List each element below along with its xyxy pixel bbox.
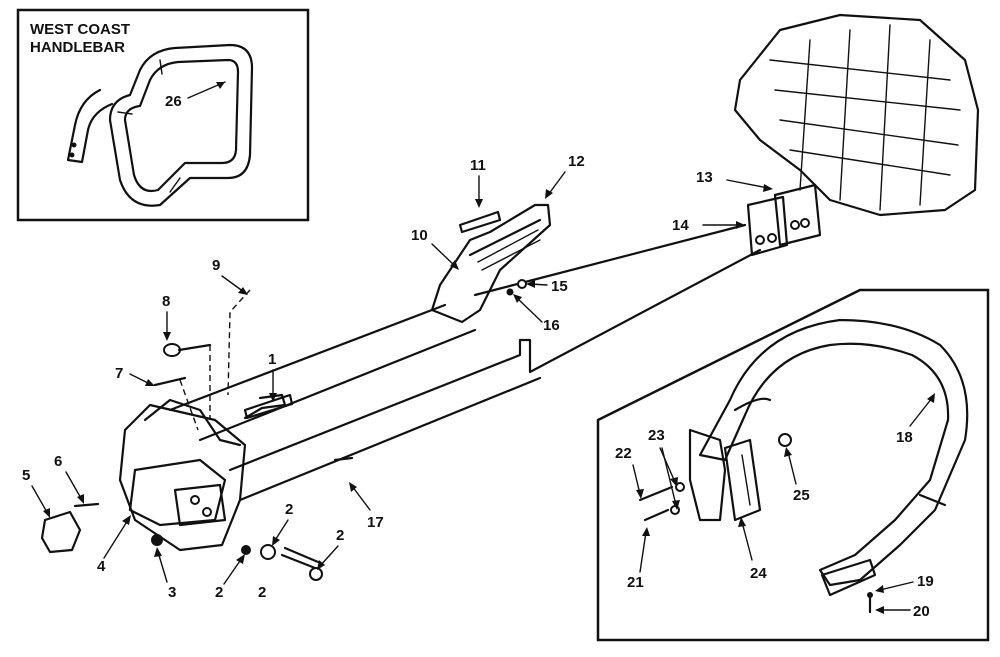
part-13-plate	[773, 183, 822, 247]
part-24-guard	[723, 438, 762, 522]
handlebar-18	[698, 318, 969, 587]
engine-block	[733, 13, 980, 257]
callout-13: 13	[696, 169, 713, 186]
callout-2a: 2	[285, 501, 293, 518]
callout-6: 6	[54, 453, 62, 470]
west-coast-handlebar-outline	[108, 43, 254, 207]
callout-23: 23	[648, 427, 665, 444]
small-parts	[40, 289, 354, 581]
callout-15: 15	[551, 278, 568, 295]
callout-1: 1	[268, 351, 276, 368]
callout-8: 8	[162, 293, 170, 310]
callout-4: 4	[97, 558, 106, 575]
part-8-knob	[163, 343, 181, 357]
callout-2b: 2	[336, 527, 344, 544]
callout-17: 17	[367, 514, 384, 531]
upper-bracket	[430, 203, 552, 324]
callout-26: 26	[165, 93, 182, 110]
callouts: 1 2 2 2 2 3 4 5 6 7 8 9 10 11 12 13 14 1…	[22, 153, 935, 620]
callout-18: 18	[896, 429, 913, 446]
inset-title-line2: HANDLEBAR	[30, 39, 125, 56]
callout-5: 5	[22, 467, 30, 484]
callout-12: 12	[568, 153, 585, 170]
callout-3: 3	[168, 584, 176, 601]
west-coast-handlebar-inset: WEST COAST HANDLEBAR 26	[16, 8, 310, 222]
callout-22: 22	[615, 445, 632, 462]
part-1-clip	[243, 393, 294, 420]
callout-16: 16	[543, 317, 560, 334]
shaft-assembly	[168, 223, 762, 502]
callout-21: 21	[627, 574, 644, 591]
part-5-cap	[40, 510, 82, 554]
callout-19: 19	[917, 573, 934, 590]
callout-11: 11	[470, 157, 486, 174]
callout-7: 7	[115, 365, 123, 382]
callout-2c: 2	[215, 584, 223, 601]
handlebar-mount-plate	[688, 428, 727, 522]
callout-9: 9	[212, 257, 220, 274]
inset-title-line1: WEST COAST	[30, 21, 130, 38]
rear-handle-housing	[118, 393, 287, 552]
callout-10: 10	[411, 227, 428, 244]
west-coast-handlebar-mount	[66, 88, 114, 164]
callout-14: 14	[672, 217, 689, 234]
part-11-pad	[458, 210, 502, 234]
callout-25: 25	[793, 487, 810, 504]
part-14-plate	[746, 195, 789, 257]
handlebar-inset	[596, 288, 990, 642]
callout-20: 20	[913, 603, 930, 620]
west-coast-handlebar-inner	[123, 58, 240, 193]
callout-2d: 2	[258, 584, 266, 601]
callout-24: 24	[750, 565, 767, 582]
